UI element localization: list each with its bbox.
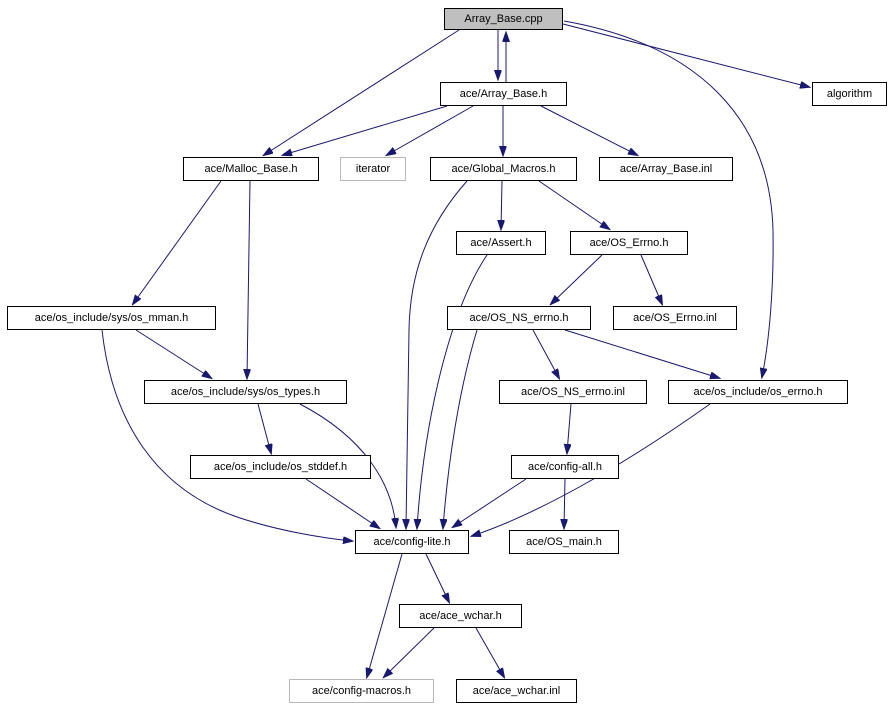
edge-os-stddef-h-to-config-lite-h	[305, 478, 379, 528]
node-config-all-h[interactable]: ace/config-all.h	[511, 455, 619, 479]
edge-global-macros-h-to-assert-h	[501, 180, 502, 229]
node-label: ace/OS_Errno.h	[589, 236, 669, 249]
edge-config-lite-h-to-config-macros-h	[367, 553, 403, 677]
node-malloc-base-h[interactable]: ace/Malloc_Base.h	[183, 157, 319, 181]
node-label: ace/ace_wchar.h	[419, 609, 502, 622]
edge-os-ns-errno-h-to-os-include-errno-h	[564, 329, 719, 378]
edge-global-macros-h-to-config-lite-h	[406, 180, 468, 528]
edge-array-base-h-to-array-base-inl	[540, 105, 637, 155]
edge-os-ns-errno-h-to-os-ns-errno-inl	[532, 329, 559, 378]
edge-config-all-h-to-os-main-h	[564, 478, 565, 528]
node-label: ace/Array_Base.inl	[619, 162, 713, 175]
node-os-types-h[interactable]: ace/os_include/sys/os_types.h	[144, 380, 347, 404]
node-os-mman-h[interactable]: ace/os_include/sys/os_mman.h	[7, 306, 216, 330]
node-label: ace/config-all.h	[528, 460, 602, 473]
node-os-stddef-h[interactable]: ace/os_include/os_stddef.h	[190, 455, 371, 479]
edge-os-errno-h-to-os-ns-errno-h	[551, 254, 603, 304]
node-label: ace/config-lite.h	[373, 535, 451, 548]
node-iterator: iterator	[340, 157, 406, 181]
edge-os-ns-errno-h-to-config-lite-h	[443, 329, 478, 528]
edge-array-base-cpp-to-algorithm	[562, 23, 809, 87]
edge-config-lite-h-to-ace-wchar-h	[425, 553, 449, 602]
node-config-lite-h[interactable]: ace/config-lite.h	[355, 530, 469, 554]
edge-array-base-cpp-to-os-include-errno-h	[563, 20, 774, 377]
edge-config-all-h-to-config-lite-h	[453, 478, 527, 527]
edge-os-mman-h-to-config-lite-h	[101, 329, 352, 541]
edge-array-base-h-to-iterator	[387, 105, 474, 155]
node-os-ns-errno-inl[interactable]: ace/OS_NS_errno.inl	[499, 380, 647, 404]
edge-os-errno-h-to-os-errno-inl	[640, 254, 662, 304]
node-label: ace/config-macros.h	[311, 684, 412, 697]
node-label: ace/ace_wchar.inl	[472, 684, 561, 697]
node-label: ace/Assert.h	[470, 236, 532, 249]
node-label: ace/Array_Base.h	[459, 87, 548, 100]
node-label: ace/os_include/sys/os_mman.h	[34, 311, 189, 324]
edge-ace-wchar-h-to-config-macros-h	[384, 627, 435, 677]
node-assert-h[interactable]: ace/Assert.h	[456, 231, 546, 255]
node-array-base-h[interactable]: ace/Array_Base.h	[440, 82, 567, 106]
node-os-include-errno-h[interactable]: ace/os_include/os_errno.h	[668, 380, 848, 404]
edge-os-mman-h-to-os-types-h	[135, 329, 211, 378]
node-array-base-inl[interactable]: ace/Array_Base.inl	[599, 157, 733, 181]
node-algorithm[interactable]: algorithm	[812, 82, 887, 106]
node-label: ace/OS_main.h	[526, 535, 602, 548]
node-ace-wchar-inl[interactable]: ace/ace_wchar.inl	[456, 679, 577, 703]
node-label: ace/OS_NS_errno.inl	[521, 385, 625, 398]
node-label: ace/Malloc_Base.h	[204, 162, 298, 175]
edge-os-types-h-to-os-stddef-h	[257, 403, 271, 453]
edge-malloc-base-h-to-os-mman-h	[133, 180, 222, 304]
edge-os-ns-errno-inl-to-config-all-h	[567, 403, 572, 453]
edge-array-base-h-to-malloc-base-h	[283, 105, 448, 155]
node-label: ace/Global_Macros.h	[451, 162, 556, 175]
node-label: ace/os_include/os_errno.h	[693, 385, 823, 398]
node-config-macros-h: ace/config-macros.h	[289, 679, 434, 703]
node-label: Array_Base.cpp	[464, 12, 543, 25]
node-global-macros-h[interactable]: ace/Global_Macros.h	[430, 157, 577, 181]
node-label: algorithm	[826, 87, 873, 100]
edge-array-base-cpp-to-malloc-base-h	[264, 29, 460, 155]
edge-malloc-base-h-to-os-types-h	[247, 180, 250, 378]
node-os-errno-h[interactable]: ace/OS_Errno.h	[570, 231, 688, 255]
node-label: ace/os_include/sys/os_types.h	[170, 385, 321, 398]
node-os-errno-inl[interactable]: ace/OS_Errno.inl	[613, 306, 737, 330]
node-os-main-h[interactable]: ace/OS_main.h	[509, 530, 619, 554]
edge-global-macros-h-to-os-errno-h	[538, 180, 609, 229]
node-label: ace/OS_NS_errno.h	[469, 311, 569, 324]
edge-assert-h-to-config-lite-h	[417, 254, 488, 528]
node-os-ns-errno-h[interactable]: ace/OS_NS_errno.h	[447, 306, 591, 330]
node-ace-wchar-h[interactable]: ace/ace_wchar.h	[399, 604, 522, 628]
edge-ace-wchar-h-to-ace-wchar-inl	[475, 627, 504, 677]
node-label: ace/OS_Errno.inl	[633, 311, 717, 324]
node-label: iterator	[355, 162, 391, 175]
node-array-base-cpp: Array_Base.cpp	[444, 8, 563, 30]
node-label: ace/os_include/os_stddef.h	[213, 460, 348, 473]
edge-group	[101, 20, 809, 677]
edge-os-include-errno-h-to-config-lite-h	[472, 403, 711, 536]
